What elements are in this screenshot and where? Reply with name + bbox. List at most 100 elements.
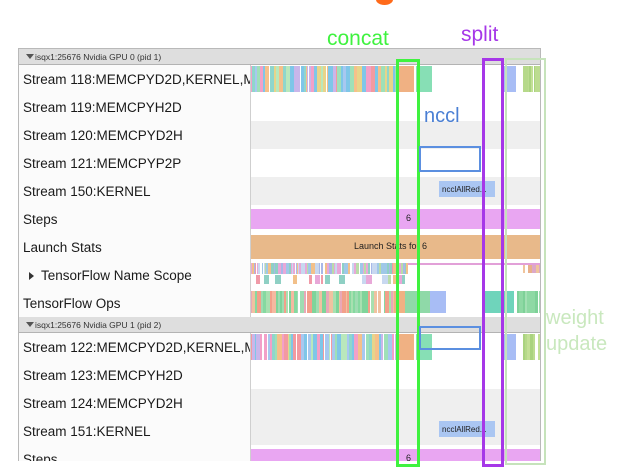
timeline-event-block[interactable] (367, 66, 372, 92)
timeline-event-block[interactable] (287, 334, 290, 360)
timeline-event-block[interactable] (379, 263, 381, 274)
timeline-event-block[interactable] (393, 263, 396, 274)
timeline-event-block[interactable] (382, 263, 384, 274)
timeline-event-block[interactable] (314, 66, 318, 92)
timeline-event-block[interactable] (263, 275, 269, 284)
timeline-event-block[interactable] (305, 263, 307, 274)
timeline-event-block[interactable] (333, 291, 337, 313)
timeline-event-block[interactable] (377, 291, 381, 313)
timeline-event-block[interactable] (255, 275, 260, 284)
timeline-event-block[interactable] (275, 66, 280, 92)
row-label-launch[interactable]: Launch Stats (19, 233, 251, 261)
timeline-event-block[interactable] (530, 334, 533, 360)
timeline-event-block[interactable] (269, 66, 274, 92)
timeline-event-block[interactable] (311, 291, 316, 313)
timeline-event-block[interactable] (360, 291, 363, 313)
timeline-event-block[interactable] (303, 334, 308, 360)
timeline-event-block[interactable] (283, 263, 286, 274)
timeline-event-block[interactable] (265, 291, 270, 313)
timeline-event-block[interactable] (273, 66, 276, 92)
timeline-event-block[interactable] (380, 263, 383, 274)
timeline-event-block[interactable] (319, 291, 323, 313)
timeline-event-block[interactable] (352, 334, 354, 360)
timeline-event-block[interactable] (392, 275, 398, 284)
timeline-event-block[interactable] (265, 66, 270, 92)
timeline-event-block[interactable] (529, 66, 532, 92)
timeline-event-block[interactable] (354, 263, 357, 274)
timeline-event-block[interactable] (391, 263, 394, 274)
row-label-empty[interactable]: Stream 123:MEMCPYH2D (19, 361, 251, 389)
row-label-empty[interactable]: Stream 121:MEMCPYP2P (19, 149, 251, 177)
timeline-event-block[interactable] (324, 334, 329, 360)
timeline-event-block[interactable] (307, 334, 311, 360)
timeline-event-block[interactable] (275, 275, 281, 284)
timeline-event-block[interactable] (383, 263, 386, 274)
timeline-event-block[interactable] (276, 334, 280, 360)
timeline-event-block[interactable] (357, 66, 362, 92)
timeline-event-block[interactable] (314, 263, 318, 274)
row-track[interactable] (251, 261, 540, 289)
timeline-event-block[interactable] (291, 334, 294, 360)
timeline-event-block[interactable] (301, 263, 304, 274)
timeline-event-block[interactable] (256, 334, 261, 360)
row-track[interactable] (251, 149, 540, 177)
timeline-event-block[interactable] (522, 291, 525, 313)
timeline-event-block[interactable] (285, 263, 289, 274)
timeline-event-block[interactable] (260, 291, 263, 313)
timeline-event-block[interactable] (252, 66, 255, 92)
steps-bar[interactable] (251, 449, 540, 461)
timeline-event-block[interactable] (255, 263, 257, 274)
timeline-event-block[interactable] (372, 263, 375, 274)
timeline-event-block[interactable] (263, 66, 266, 92)
row-track[interactable]: ncclAllRed... (251, 417, 540, 445)
row-track[interactable]: ncclAllRed... (251, 177, 540, 205)
timeline-event-block[interactable] (374, 334, 379, 360)
timeline-event-block[interactable] (337, 66, 342, 92)
timeline-event-block[interactable] (523, 265, 525, 273)
timeline-event-block[interactable] (292, 275, 298, 284)
timeline-event-block[interactable] (348, 263, 351, 274)
row-label-steps[interactable]: Steps (19, 205, 251, 233)
timeline-row[interactable]: Stream 119:MEMCPYH2D (19, 93, 540, 121)
timeline-event-block[interactable] (291, 263, 293, 274)
timeline-event-block[interactable] (390, 263, 392, 274)
timeline-event-block[interactable] (533, 66, 536, 92)
row-track[interactable]: 6 (251, 445, 540, 461)
timeline-event-block[interactable] (345, 291, 348, 313)
timeline-event-block[interactable] (321, 66, 323, 92)
timeline-event-block[interactable] (251, 66, 253, 92)
row-label-empty-alt[interactable]: Stream 120:MEMCPYD2H (19, 121, 251, 149)
timeline-event-block[interactable] (346, 263, 349, 274)
timeline-event-block[interactable] (312, 334, 317, 360)
timeline-event-block[interactable] (319, 66, 322, 92)
row-track[interactable] (251, 65, 540, 93)
timeline-row[interactable]: Stream 118:MEMCPYD2D,KERNEL,ME (19, 65, 540, 93)
timeline-event-block[interactable] (364, 291, 368, 313)
row-track[interactable] (251, 333, 540, 361)
nccl-allreduce-block[interactable]: ncclAllRed... (439, 421, 495, 437)
timeline-event-block[interactable] (335, 66, 338, 92)
timeline-event-block[interactable] (537, 334, 540, 360)
timeline-event-block[interactable] (257, 291, 261, 313)
timeline-event-block[interactable] (388, 275, 391, 284)
timeline-event-block[interactable] (288, 291, 292, 313)
timeline-row[interactable]: Stream 121:MEMCPYP2P (19, 149, 540, 177)
timeline-event-block[interactable] (527, 334, 531, 360)
timeline-event-block[interactable] (403, 263, 406, 274)
timeline-event-block[interactable] (385, 291, 389, 313)
gpu-group-header[interactable]: isqx1:25676 Nvidia GPU 0 (pid 1) (19, 49, 540, 65)
split-block[interactable] (502, 334, 516, 360)
timeline-event-block[interactable] (538, 265, 540, 273)
timeline-event-block[interactable] (251, 334, 253, 360)
timeline-event-block[interactable] (398, 263, 401, 274)
timeline-event-block[interactable] (293, 263, 296, 274)
row-track[interactable]: 6 (251, 205, 540, 233)
timeline-row[interactable]: TensorFlow Name Scope (19, 261, 540, 289)
nccl-allreduce-block[interactable]: ncclAllRed... (439, 181, 495, 197)
timeline-event-block[interactable] (328, 66, 333, 92)
timeline-event-block[interactable] (383, 334, 387, 360)
split-block[interactable] (502, 66, 516, 92)
timeline-event-block[interactable] (353, 334, 359, 360)
